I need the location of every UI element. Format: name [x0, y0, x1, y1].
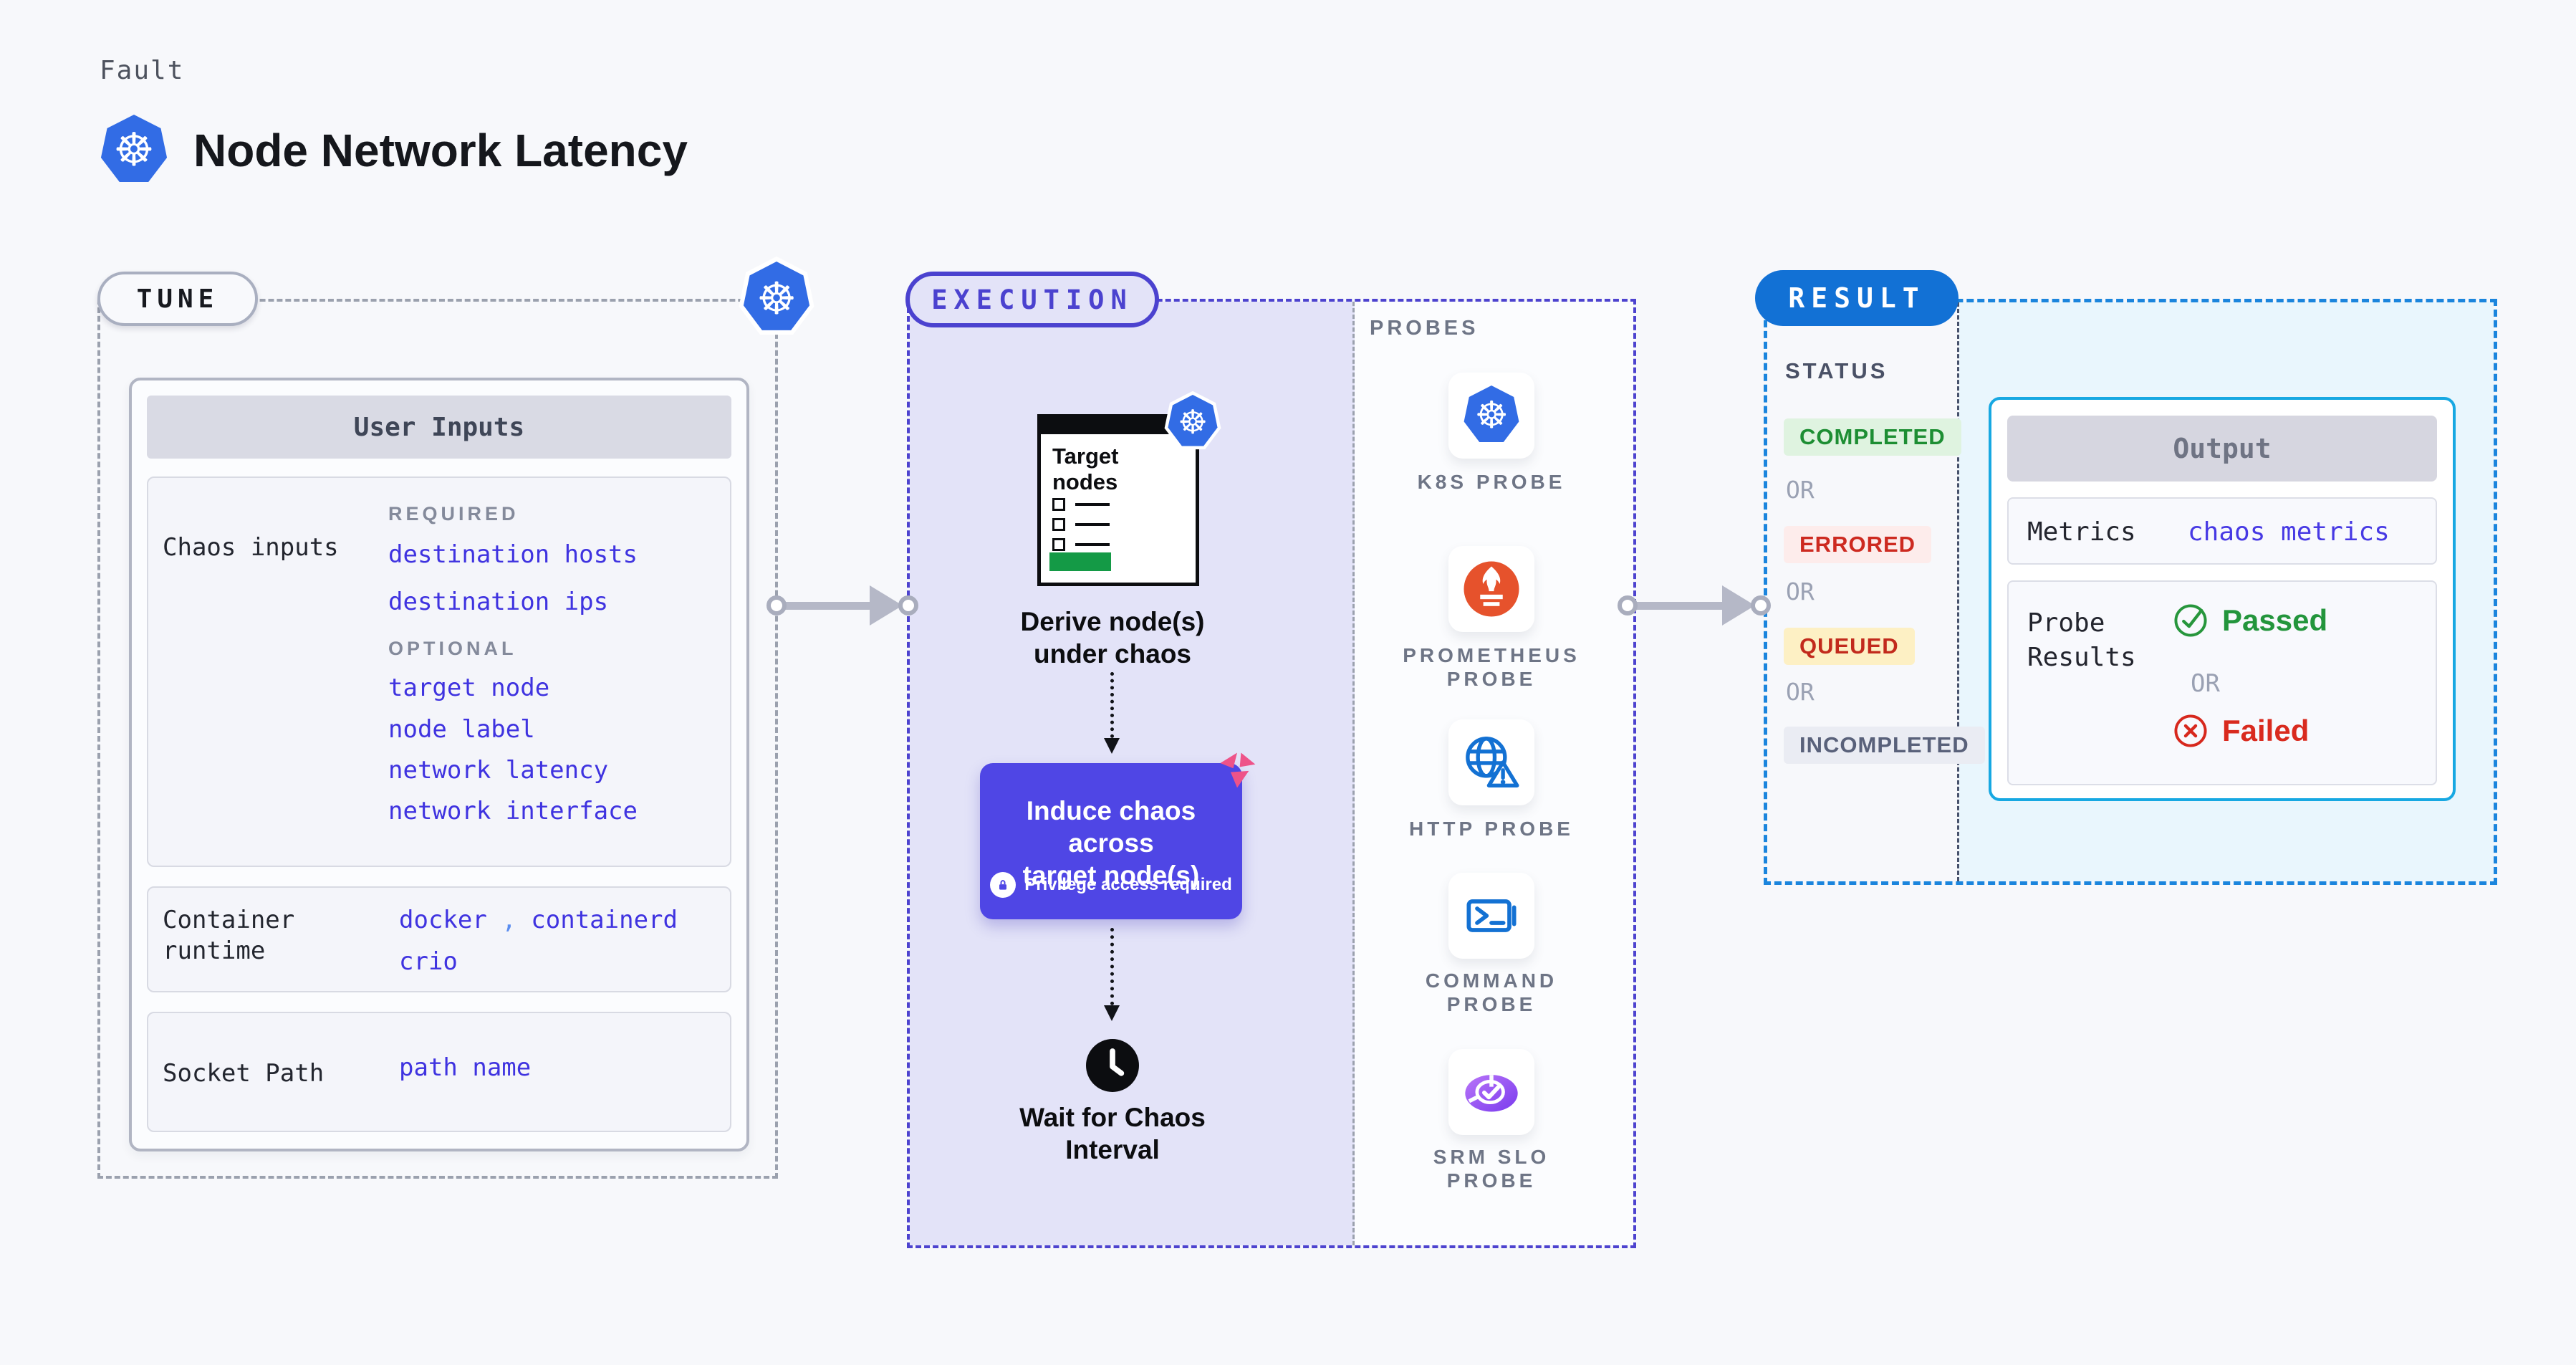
tune-pill: TUNE: [97, 272, 258, 326]
arrowhead-down-icon: [1104, 1005, 1120, 1021]
checkbox-icon: [1052, 518, 1065, 531]
green-progress-bar: [1049, 552, 1111, 571]
link-destination-ips[interactable]: destination ips: [388, 588, 609, 616]
output-header: Output: [2007, 416, 2437, 482]
check-circle-icon: [2174, 604, 2207, 637]
arrowhead-down-icon: [1104, 738, 1120, 754]
connector-dot: [1618, 595, 1638, 616]
srm-slo-probe-card: [1448, 1049, 1534, 1135]
probes-heading: PROBES: [1370, 317, 1479, 340]
or-separator: OR: [1786, 476, 1815, 504]
connector-dot: [1751, 595, 1771, 616]
kubernetes-icon: ☸: [739, 256, 814, 335]
prometheus-icon: [1464, 561, 1519, 617]
passed-verdict: Passed: [2172, 602, 2327, 639]
flow-arrow-execution-to-result: [1618, 585, 1771, 626]
checkbox-icon: [1052, 538, 1065, 551]
status-badge-incompleted: INCOMPLETED: [1784, 727, 1985, 764]
link-target-node[interactable]: target node: [388, 674, 550, 702]
checkbox-row: [1052, 518, 1110, 531]
link-crio[interactable]: crio: [399, 947, 458, 976]
dotted-connector: [1110, 928, 1114, 1005]
kubernetes-logo: ☸: [100, 115, 168, 186]
privilege-note: Privilege access required: [980, 872, 1242, 898]
command-terminal-icon: [1466, 899, 1517, 932]
container-runtime-label-line2: runtime: [163, 937, 266, 965]
dotted-connector: [1110, 672, 1114, 738]
status-column: [1767, 302, 1959, 881]
x-circle-icon: [2174, 714, 2207, 747]
metrics-label: Metrics: [2027, 517, 2136, 547]
connector-dot: [898, 595, 918, 616]
socket-path-label: Socket Path: [163, 1059, 325, 1088]
link-node-label[interactable]: node label: [388, 715, 535, 744]
result-pill: RESULT: [1755, 270, 1959, 326]
lock-icon: [990, 872, 1017, 898]
link-destination-hosts[interactable]: destination hosts: [388, 540, 638, 569]
status-badge-queued: QUEUED: [1784, 628, 1915, 665]
srm-slo-icon: [1465, 1075, 1518, 1112]
link-path-name[interactable]: path name: [399, 1053, 532, 1082]
k8s-probe-label: K8S PROBE: [1417, 471, 1566, 493]
k8s-probe-card: ☸: [1448, 373, 1534, 459]
derive-step-label: Derive node(s)under chaos: [1020, 607, 1205, 669]
probe-results-row: Probe Results Passed OR Failed: [2007, 580, 2437, 785]
container-runtime-label-line1: Container: [163, 906, 295, 934]
kubernetes-icon: ☸: [1463, 385, 1520, 446]
checkbox-row: [1052, 538, 1110, 551]
checkbox-icon: [1052, 498, 1065, 511]
target-nodes-illustration: Target nodes ☸: [1037, 391, 1221, 586]
fault-kicker: Fault: [100, 56, 185, 85]
link-chaos-metrics[interactable]: chaos metrics: [2188, 517, 2390, 547]
chaos-inputs-label: Chaos inputs: [163, 533, 339, 562]
chaos-inputs-row: Chaos inputs REQUIRED destination hosts …: [147, 476, 731, 867]
execution-pill: EXECUTION: [905, 272, 1159, 327]
kubernetes-icon: ☸: [1164, 391, 1221, 450]
socket-path-row: Socket Path path name: [147, 1012, 731, 1132]
or-separator: OR: [1786, 578, 1815, 605]
clock-icon: [1086, 1039, 1139, 1092]
probe-results-label: Probe Results: [2027, 608, 2136, 672]
http-globe-icon: [1466, 737, 1519, 787]
link-network-interface[interactable]: network interface: [388, 797, 638, 825]
or-separator: OR: [2191, 669, 2220, 698]
chaos-pinwheel-icon: [1216, 749, 1258, 790]
failed-verdict: Failed: [2172, 712, 2309, 749]
runtime-values-line1[interactable]: docker , containerd: [399, 906, 678, 934]
prometheus-probe-card: [1448, 546, 1534, 632]
or-separator: OR: [1786, 678, 1815, 706]
status-badge-completed: COMPLETED: [1784, 418, 1961, 456]
status-badge-errored: ERRORED: [1784, 526, 1932, 563]
flow-arrow-tune-to-execution: [766, 585, 918, 626]
checkbox-row: [1052, 498, 1110, 511]
metrics-row: Metrics chaos metrics: [2007, 497, 2437, 565]
required-heading: REQUIRED: [388, 503, 519, 525]
container-runtime-row: Container runtime docker , containerd cr…: [147, 886, 731, 992]
link-network-latency[interactable]: network latency: [388, 756, 609, 785]
comma-separator: ,: [501, 906, 516, 934]
command-probe-card: [1448, 873, 1534, 959]
tune-panel: [97, 299, 778, 1179]
optional-heading: OPTIONAL: [388, 638, 517, 659]
output-card: Output Metrics chaos metrics Probe Resul…: [1989, 397, 2456, 801]
target-card-title-line2: nodes: [1052, 469, 1118, 494]
http-probe-card: [1448, 719, 1534, 805]
user-inputs-header: User Inputs: [147, 396, 731, 459]
status-heading: STATUS: [1785, 358, 1888, 383]
target-card-title-line1: Target: [1052, 444, 1119, 469]
page-title: Node Network Latency: [193, 125, 688, 176]
connector-dot: [766, 595, 787, 616]
http-probe-label: HTTP PROBE: [1409, 818, 1574, 840]
